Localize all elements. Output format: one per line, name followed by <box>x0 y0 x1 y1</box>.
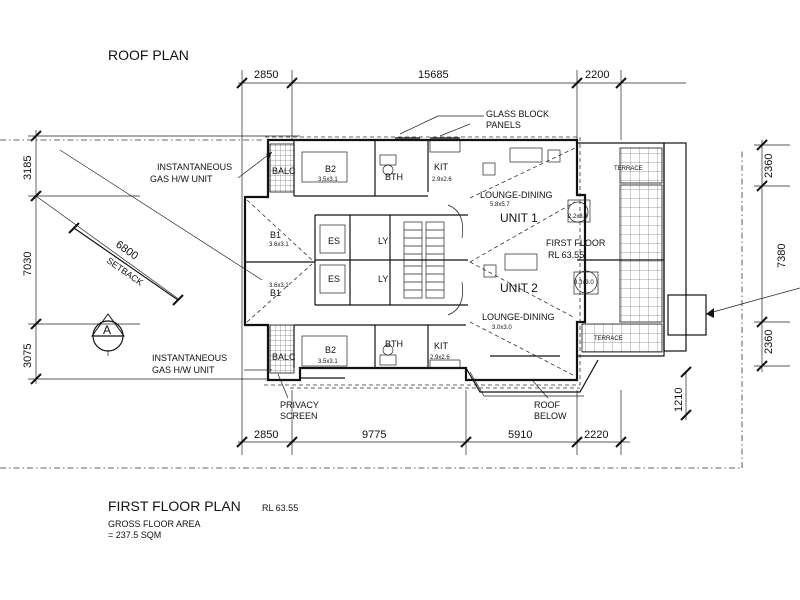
right-dim-3: 2360 <box>763 330 775 354</box>
bottom-dim-3: 5910 <box>508 429 532 441</box>
roof-plan-heading-partial: ROOF PLAN <box>108 47 189 63</box>
top-dim-3: 2200 <box>585 69 609 81</box>
room-ly-bottom: LY <box>378 274 388 284</box>
room-balc-top: BALC <box>272 166 296 176</box>
note-gas-top-1: INSTANTANEOUS <box>157 162 232 172</box>
top-dim-2: 15685 <box>418 69 449 81</box>
right-dim-4: 1210 <box>673 388 685 412</box>
room-balc-bottom: BALC <box>272 352 296 362</box>
room-b2-bottom-size: 3.5x3.1 <box>318 359 338 365</box>
first-floor-label: FIRST FLOOR <box>546 238 606 248</box>
room-b2-bottom: B2 <box>325 345 336 355</box>
note-glass-block-2: PANELS <box>486 120 521 130</box>
note-gas-top-2: GAS H/W UNIT <box>150 174 213 184</box>
room-b1-top-size: 3.6x3.1 <box>269 242 289 248</box>
building-walls <box>243 136 800 397</box>
left-dim-2: 7030 <box>22 252 34 276</box>
note-roof-below-2: BELOW <box>534 411 567 421</box>
room-b1-bottom: B1 <box>270 288 281 298</box>
bottom-dim-1: 2850 <box>254 429 278 441</box>
unit-2-label: UNIT 2 <box>500 281 538 295</box>
room-es-bottom: ES <box>328 274 340 284</box>
room-b1-top: B1 <box>270 230 281 240</box>
bottom-dimension-line: 2850 9775 5910 2220 <box>236 330 630 455</box>
room-terrace-top: TERRACE <box>614 166 643 172</box>
bottom-dim-2: 9775 <box>362 429 386 441</box>
note-roof-below-1: ROOF <box>534 400 561 410</box>
section-marker-a: A <box>91 313 125 356</box>
room-es-top: ES <box>328 236 340 246</box>
room-b1-bottom-size: 3.6x3.1 <box>269 283 289 289</box>
left-dim-1: 3185 <box>22 156 34 180</box>
room-labels: BALC BALC B2 3.5x3.1 B2 3.5x3.1 BTH BTH … <box>269 162 643 365</box>
room-lounge-top-size: 5.8x5.7 <box>490 202 510 208</box>
room-bth-top: BTH <box>385 172 403 182</box>
top-dim-1: 2850 <box>254 69 278 81</box>
section-marker-letter: A <box>103 323 111 337</box>
bottom-dim-4: 2220 <box>584 429 608 441</box>
plan-title: FIRST FLOOR PLAN <box>108 498 241 514</box>
gross-floor-area-value: = 237.5 SQM <box>108 530 161 540</box>
table-top-size: 2.2x3.3 <box>568 214 588 220</box>
room-kit-bottom: KIT <box>434 341 449 351</box>
table-bottom-size: 3.3x3.0 <box>574 280 594 286</box>
room-lounge-top: LOUNGE-DINING <box>480 190 553 200</box>
room-kit-top: KIT <box>434 162 449 172</box>
furniture <box>301 139 599 369</box>
room-lounge-bottom-size: 3.0x3.0 <box>492 325 512 331</box>
first-floor-rl: RL 63.55 <box>548 250 584 260</box>
plan-title-rl: RL 63.55 <box>262 503 298 513</box>
room-bth-bottom: BTH <box>385 339 403 349</box>
note-gas-bottom-1: INSTANTANEOUS <box>152 353 227 363</box>
gross-floor-area-label: GROSS FLOOR AREA <box>108 519 201 529</box>
note-privacy-1: PRIVACY <box>280 400 319 410</box>
left-dim-3: 3075 <box>22 344 34 368</box>
room-kit-bottom-size: 2.9x2.6 <box>430 355 450 361</box>
title-block: FIRST FLOOR PLAN RL 63.55 GROSS FLOOR AR… <box>108 498 298 540</box>
left-dimension-line: 3185 7030 3075 <box>22 130 300 385</box>
note-privacy-2: SCREEN <box>280 411 318 421</box>
right-dim-1: 2360 <box>763 154 775 178</box>
top-dimension-line: 2850 15685 2200 <box>236 69 686 330</box>
room-kit-top-size: 2.9x2.6 <box>432 177 452 183</box>
room-ly-top: LY <box>378 236 388 246</box>
annotations: GLASS BLOCK PANELS INSTANTANEOUS GAS H/W… <box>150 109 567 421</box>
right-dim-2: 7380 <box>776 244 788 268</box>
setback-value: 6800 <box>113 239 140 263</box>
room-lounge-bottom: LOUNGE-DINING <box>482 312 555 322</box>
room-terrace-bottom: TERRACE <box>594 336 623 342</box>
note-gas-bottom-2: GAS H/W UNIT <box>152 365 215 375</box>
room-b2-top-size: 3.5x3.1 <box>318 177 338 183</box>
right-dimension-line: 2360 7380 2360 1210 <box>673 139 790 421</box>
room-b2-top: B2 <box>325 164 336 174</box>
note-glass-block-1: GLASS BLOCK <box>486 109 549 119</box>
unit-1-label: UNIT 1 <box>500 211 538 225</box>
